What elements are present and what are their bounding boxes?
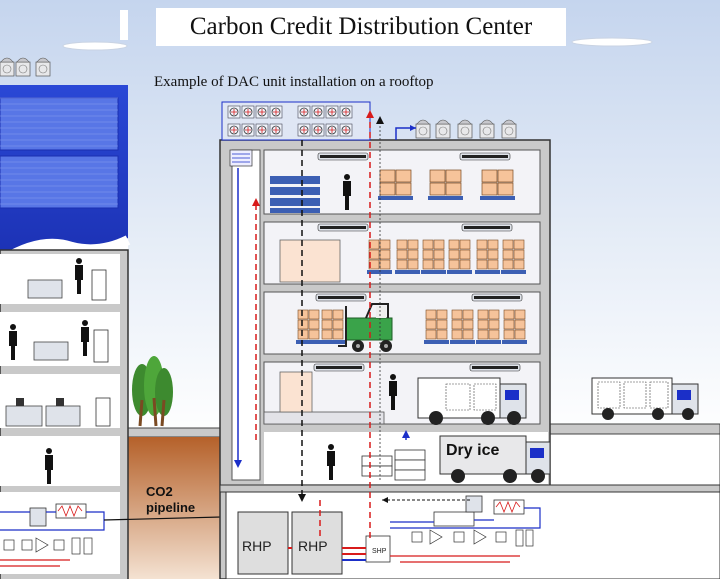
truck-icon	[591, 377, 699, 420]
rhp-right-label: RHP	[298, 538, 328, 554]
office-building	[0, 57, 131, 579]
ac-unit-icon	[317, 152, 369, 161]
rooftop-dac-array	[221, 101, 371, 141]
page-title: Carbon Credit Distribution Center	[189, 13, 533, 40]
dac-unit-icon	[435, 119, 451, 139]
ac-unit-icon	[469, 363, 521, 372]
ac-unit-icon	[459, 152, 511, 161]
dac-caption: Example of DAC unit installation on a ro…	[154, 74, 434, 90]
pipe-arrow-icon	[234, 110, 410, 540]
title-banner: Carbon Credit Distribution Center	[156, 8, 566, 46]
dry-ice-label: Dry ice	[446, 442, 500, 459]
dac-unit-icon	[415, 119, 431, 139]
ac-unit-icon	[471, 293, 523, 302]
dac-unit-icon	[0, 57, 15, 77]
warehouse-building	[219, 139, 720, 579]
shp-label: SHP	[372, 548, 387, 555]
ac-unit-icon	[461, 223, 513, 232]
ac-unit-icon	[315, 293, 367, 302]
dry-ice-truck-icon	[439, 435, 551, 483]
dry-ice-boxes	[361, 449, 426, 481]
dac-unit-icon	[35, 57, 51, 77]
ac-unit-icon	[313, 363, 365, 372]
tree-icon	[132, 356, 173, 427]
truck-icon	[417, 377, 527, 425]
dac-unit-icon	[457, 119, 473, 139]
dac-unit-icon	[479, 119, 495, 139]
ac-unit-icon	[317, 223, 369, 232]
dac-unit-icon	[15, 57, 31, 77]
dac-unit-icon	[501, 119, 517, 139]
co2-pipeline-label: CO2 pipeline	[146, 484, 196, 515]
rhp-left-label: RHP	[242, 538, 272, 554]
